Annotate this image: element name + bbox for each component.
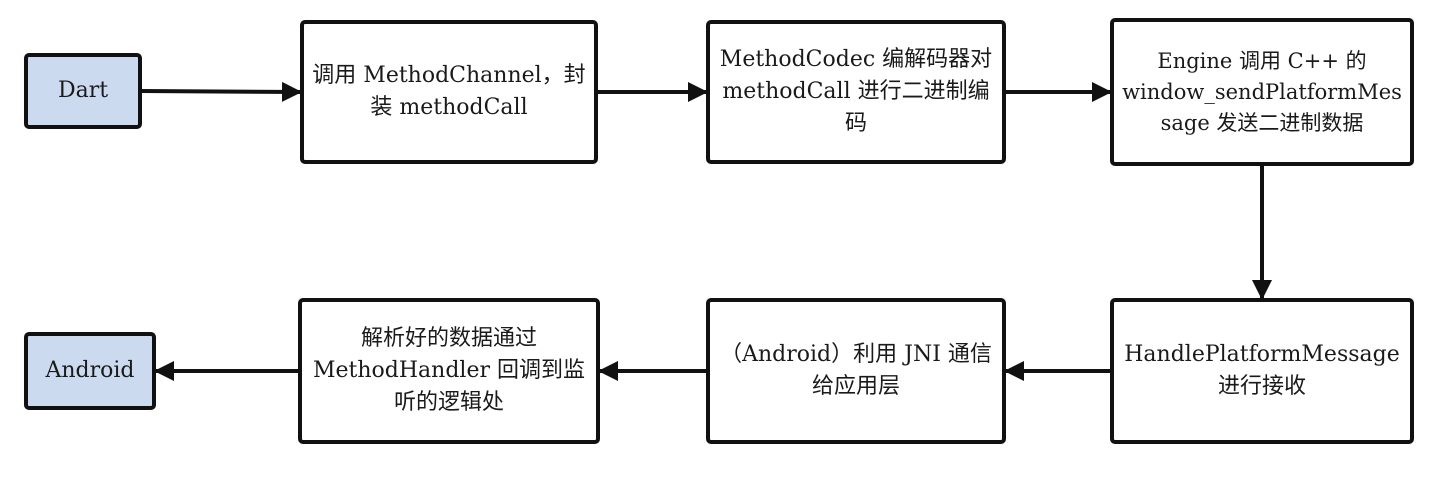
arrow-dart-to-n1 — [139, 81, 302, 102]
node-jni-label: （Android）利用 JNI 通信给应用层 — [720, 342, 992, 399]
node-handle-platform-message-label: HandlePlatformMessage 进行接收 — [1124, 342, 1400, 399]
node-invoke-method-channel-box — [300, 20, 598, 164]
node-handle-platform-message-box — [1110, 298, 1414, 444]
node-invoke-method-channel-label: 调用 MethodChannel，封装 methodCall — [312, 63, 586, 120]
node-dart-box — [24, 53, 142, 129]
node-engine-send-box — [1110, 18, 1414, 166]
node-engine-send-label: Engine 调用 C++ 的 window_sendPlatformMessa… — [1122, 48, 1402, 135]
node-method-handler-label: 解析好的数据通过 MethodHandler 回调到监听的逻辑处 — [312, 326, 585, 415]
node-jni-box — [706, 298, 1006, 444]
node-method-codec-box — [706, 20, 1006, 164]
node-method-handler-box — [298, 298, 600, 444]
node-method-codec-label: MethodCodec 编解码器对 methodCall 进行二进制编码 — [719, 47, 993, 136]
node-dart-label: Dart — [57, 78, 109, 103]
node-android-label: Android — [45, 358, 135, 383]
node-android-box — [24, 332, 156, 410]
